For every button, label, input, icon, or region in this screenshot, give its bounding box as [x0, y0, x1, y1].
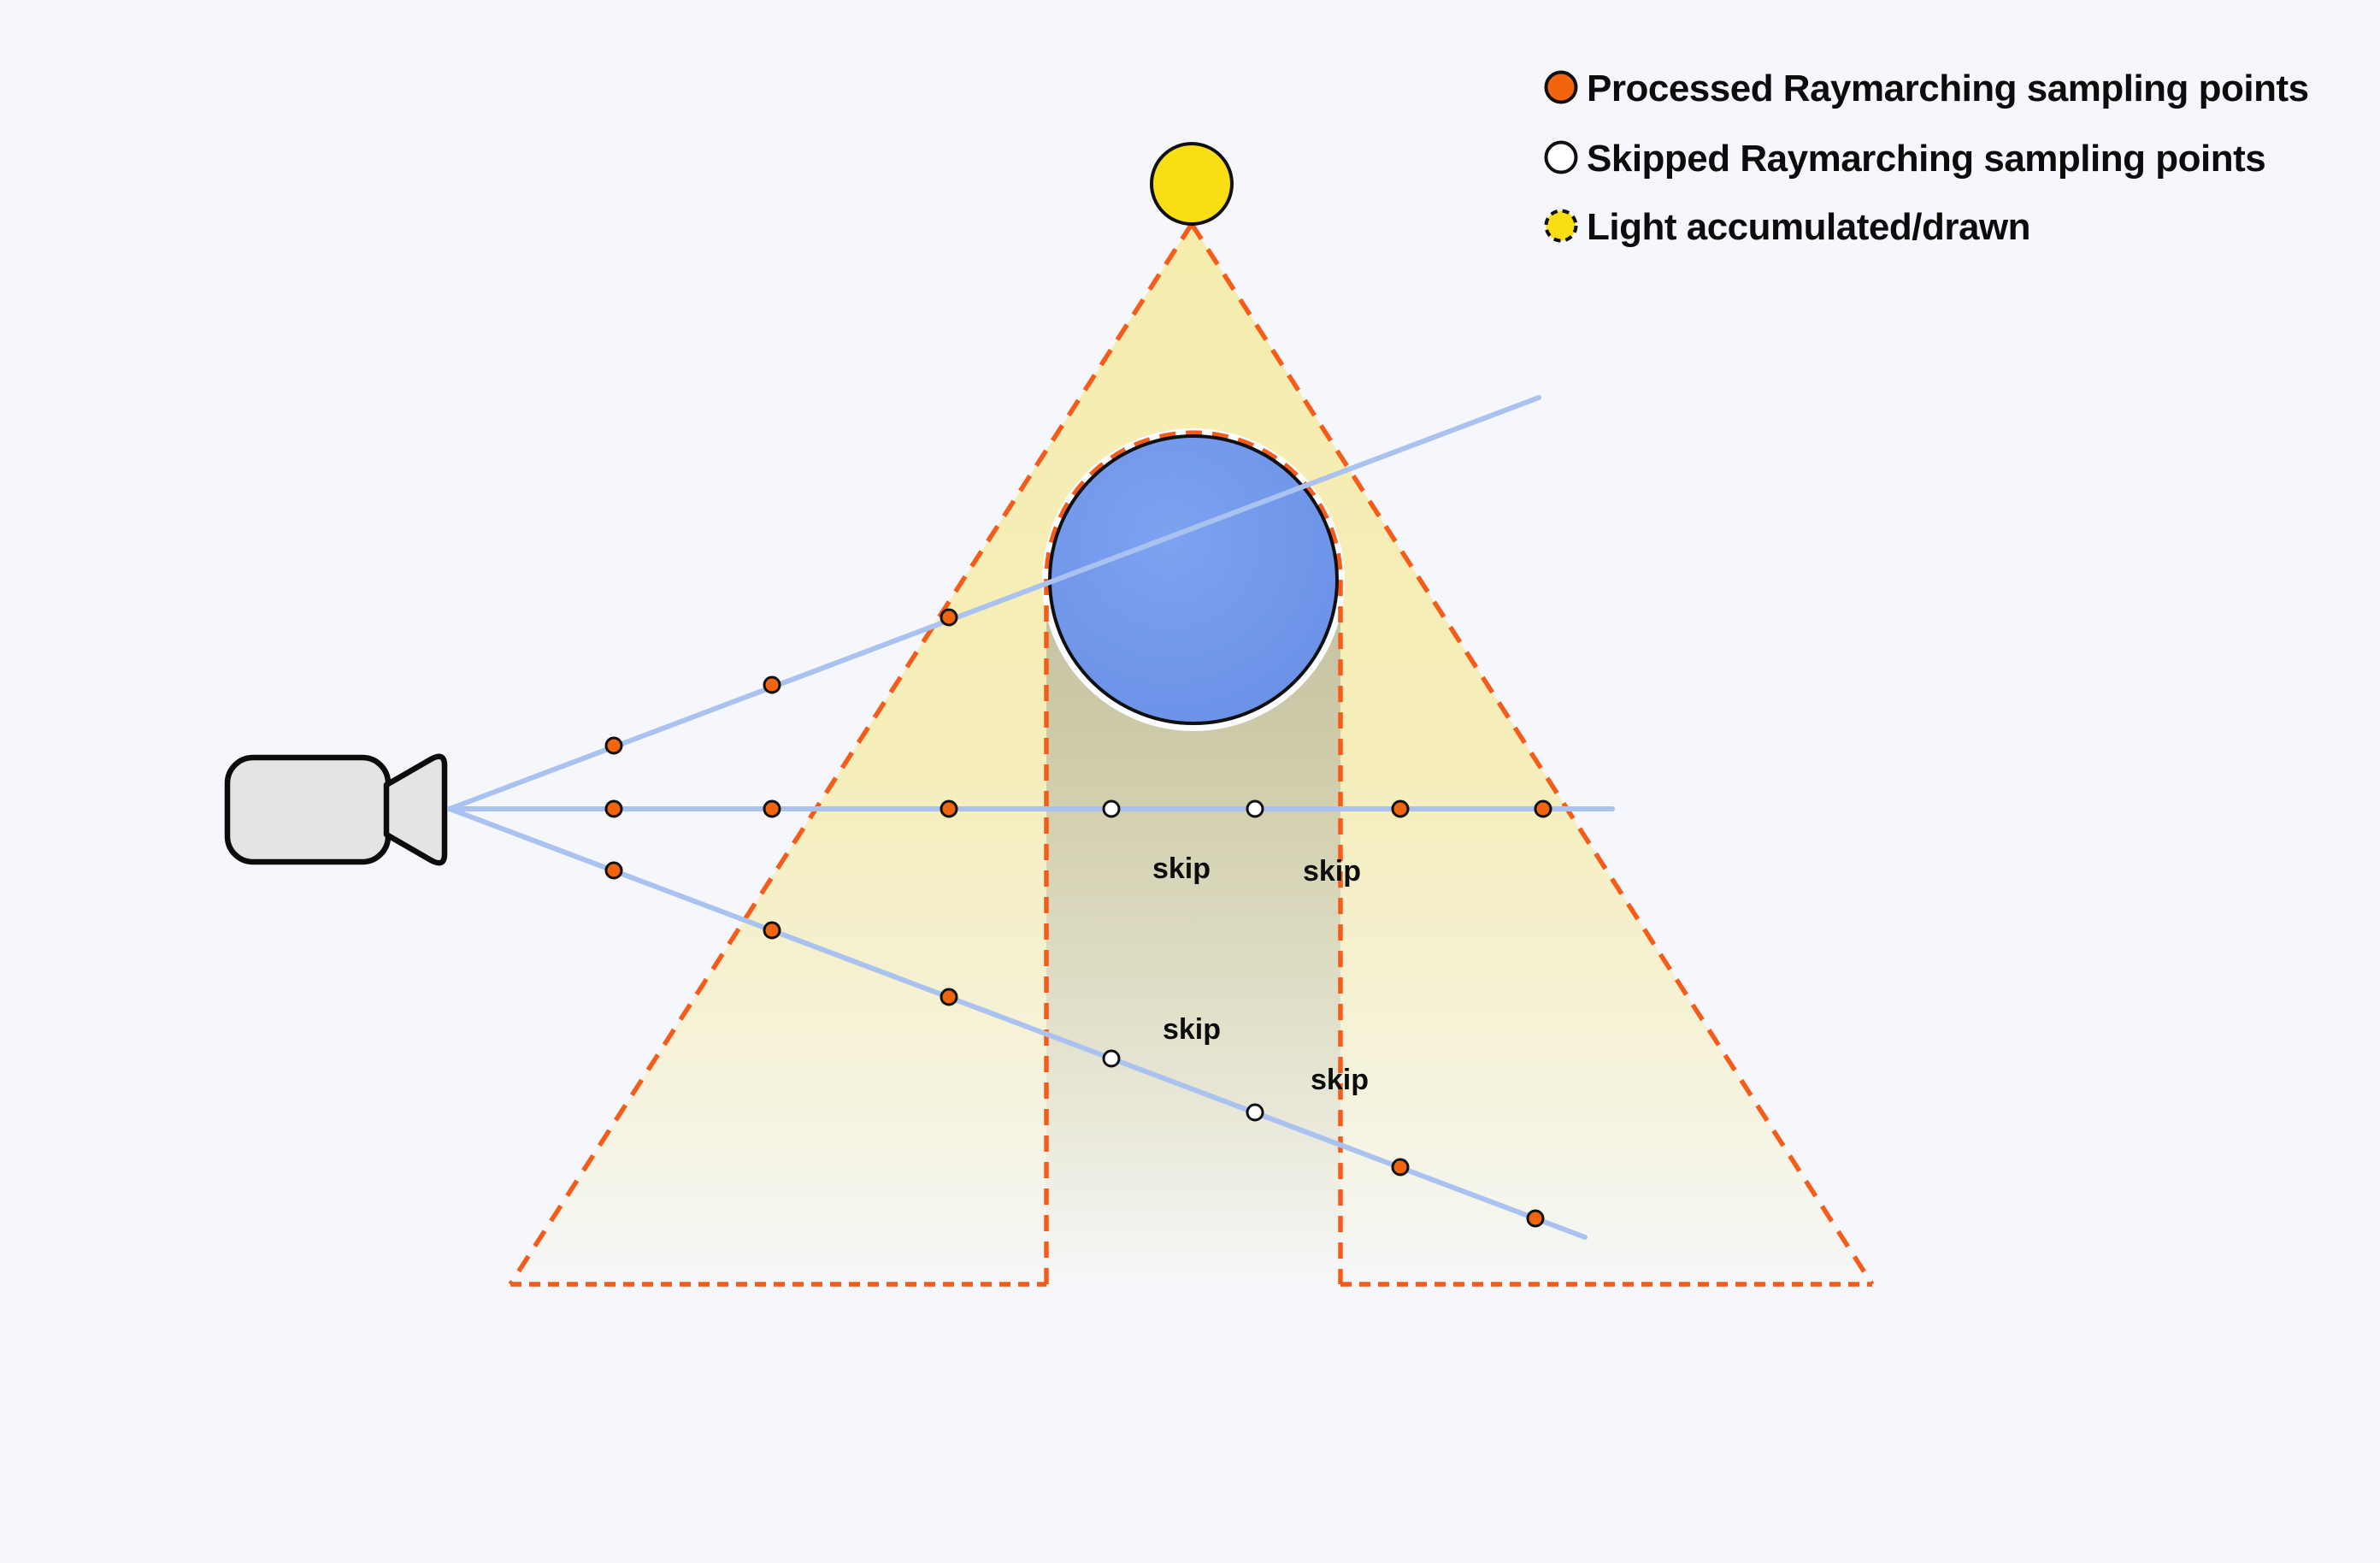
density-sphere — [1048, 434, 1339, 725]
light-cone-left-edge — [508, 222, 1194, 1286]
skipped-point-icon — [1544, 140, 1578, 174]
sampling-points — [604, 608, 1552, 1228]
skip-label: skip — [1152, 852, 1211, 885]
camera-body — [224, 754, 392, 865]
skipped-sampling-point — [1246, 1103, 1264, 1122]
processed-point-icon — [1544, 70, 1578, 104]
processed-sampling-point — [940, 799, 958, 818]
skip-label: skip — [1163, 1013, 1221, 1046]
processed-sampling-point — [763, 799, 781, 818]
camera-ray-top — [447, 395, 1541, 811]
processed-sampling-point — [604, 861, 623, 880]
processed-sampling-point — [604, 799, 623, 818]
shadow-boundary-outline — [1044, 430, 1343, 1284]
legend: Processed Raymarching sampling points Sk… — [1544, 68, 2309, 248]
legend-label-processed: Processed Raymarching sampling points — [1587, 68, 2309, 109]
light-accumulated-icon — [1544, 209, 1578, 243]
processed-sampling-point — [1534, 799, 1552, 818]
processed-sampling-point — [604, 736, 623, 755]
processed-sampling-point — [940, 988, 958, 1006]
light-source — [1150, 142, 1234, 226]
processed-sampling-point — [1526, 1209, 1545, 1228]
skip-label: skip — [1303, 855, 1361, 888]
skipped-sampling-point — [1102, 799, 1121, 818]
light-cone-right-edge — [1189, 222, 1875, 1286]
processed-sampling-point — [763, 675, 781, 694]
skipped-sampling-point — [1102, 1049, 1121, 1068]
processed-sampling-point — [1391, 1158, 1410, 1177]
camera-icon — [224, 753, 448, 866]
legend-label-skipped: Skipped Raymarching sampling points — [1587, 138, 2265, 180]
skipped-sampling-point — [1246, 799, 1264, 818]
processed-sampling-point — [1391, 799, 1410, 818]
skip-label: skip — [1311, 1064, 1369, 1096]
camera-lens — [383, 753, 448, 866]
processed-sampling-point — [763, 921, 781, 940]
processed-sampling-point — [940, 608, 958, 627]
legend-label-light: Light accumulated/drawn — [1587, 206, 2030, 248]
skip-labels: skip skip skip skip — [1152, 852, 1369, 1096]
